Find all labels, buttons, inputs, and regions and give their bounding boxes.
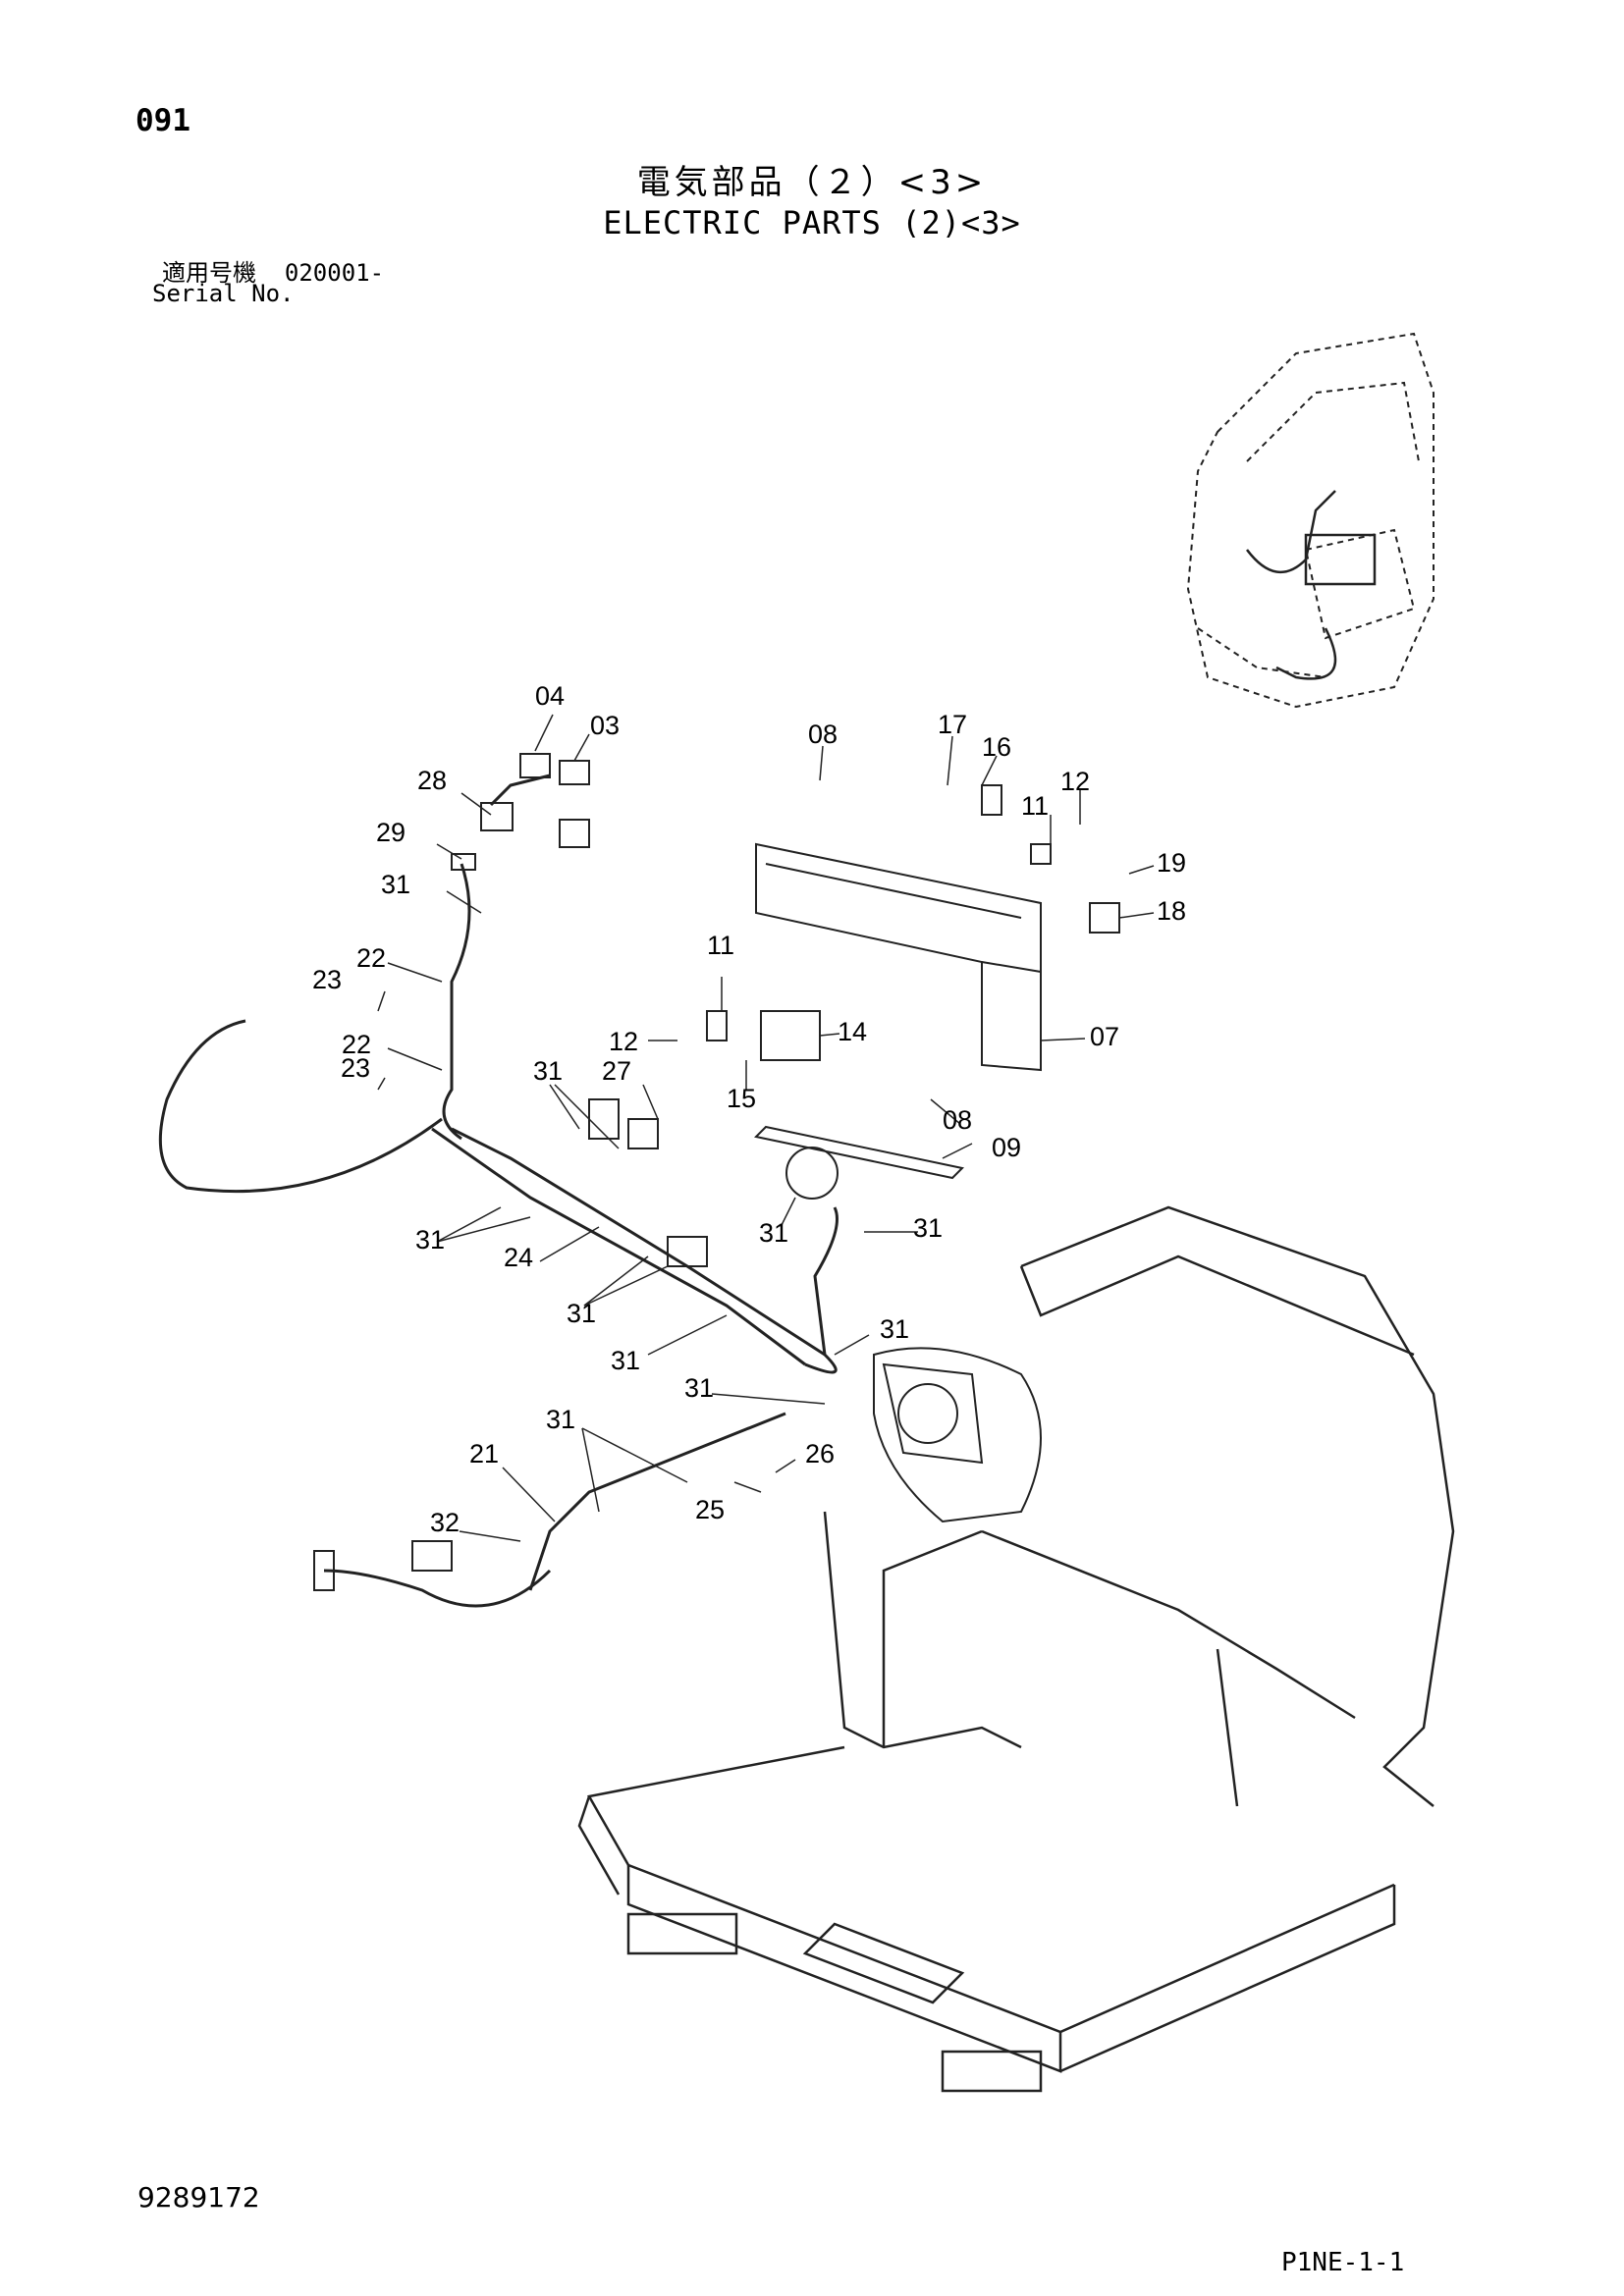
- callout-31: 31: [759, 1218, 788, 1248]
- leader-lines: [377, 714, 1155, 1542]
- callout-31: 31: [684, 1373, 714, 1403]
- callout-23: 23: [341, 1053, 370, 1083]
- callout-19: 19: [1157, 848, 1186, 878]
- serial-line: 適用号機 020001-: [162, 253, 384, 288]
- callout-29: 29: [376, 818, 406, 847]
- callout-31: 31: [546, 1405, 575, 1434]
- callout-11: 11: [1021, 791, 1049, 821]
- serial-value: 020001-: [284, 259, 385, 287]
- callout-labels: 04 03 28 29 31 22 23 22 23 08 17 16 12 1…: [312, 681, 1186, 1537]
- mounting-plate: [755, 842, 1042, 1072]
- sheet-code: P1NE-1-1: [1281, 2248, 1405, 2277]
- callout-09: 09: [992, 1133, 1021, 1162]
- callout-31: 31: [415, 1225, 445, 1255]
- callout-31: 31: [533, 1056, 563, 1086]
- title-japanese: 電気部品（２）<3>: [636, 163, 988, 202]
- callout-32: 32: [430, 1508, 460, 1537]
- callout-31: 31: [611, 1346, 640, 1375]
- serial-label-en: Serial No.: [152, 280, 295, 307]
- callout-23: 23: [312, 965, 342, 994]
- components: [313, 753, 1120, 1591]
- callout-14: 14: [838, 1017, 867, 1046]
- callout-31: 31: [913, 1213, 943, 1243]
- callout-11: 11: [707, 931, 734, 960]
- callout-12: 12: [609, 1027, 638, 1056]
- callout-31: 31: [880, 1314, 909, 1344]
- callout-18: 18: [1157, 896, 1186, 926]
- callout-12: 12: [1060, 767, 1090, 796]
- seat-frame: [577, 1205, 1455, 2093]
- callout-08: 08: [943, 1105, 972, 1135]
- inset-harness: [1246, 490, 1377, 680]
- callout-16: 16: [982, 732, 1011, 762]
- callout-27: 27: [602, 1056, 631, 1086]
- callout-15: 15: [727, 1084, 756, 1113]
- callout-28: 28: [417, 766, 447, 795]
- callout-22: 22: [342, 1030, 371, 1059]
- callout-24: 24: [504, 1243, 533, 1272]
- callout-22: 22: [356, 943, 386, 973]
- callout-31: 31: [567, 1299, 596, 1328]
- title-english: ELECTRIC PARTS (2)<3>: [603, 204, 1021, 241]
- callout-07: 07: [1090, 1022, 1119, 1051]
- callout-25: 25: [695, 1495, 725, 1524]
- callout-08: 08: [808, 720, 838, 749]
- serial-label-jp: 適用号機: [162, 259, 256, 287]
- drawing-number: 9289172: [137, 2181, 260, 2214]
- callout-17: 17: [938, 710, 967, 739]
- callout-31: 31: [381, 870, 410, 899]
- wire-harness: [158, 774, 839, 1608]
- inset-cab-view: [1186, 332, 1435, 709]
- page-number: 091: [135, 103, 190, 138]
- callout-21: 21: [469, 1439, 499, 1468]
- callout-04: 04: [535, 681, 565, 711]
- callout-26: 26: [805, 1439, 835, 1468]
- callout-03: 03: [590, 711, 620, 740]
- control-console: [873, 1347, 1042, 1523]
